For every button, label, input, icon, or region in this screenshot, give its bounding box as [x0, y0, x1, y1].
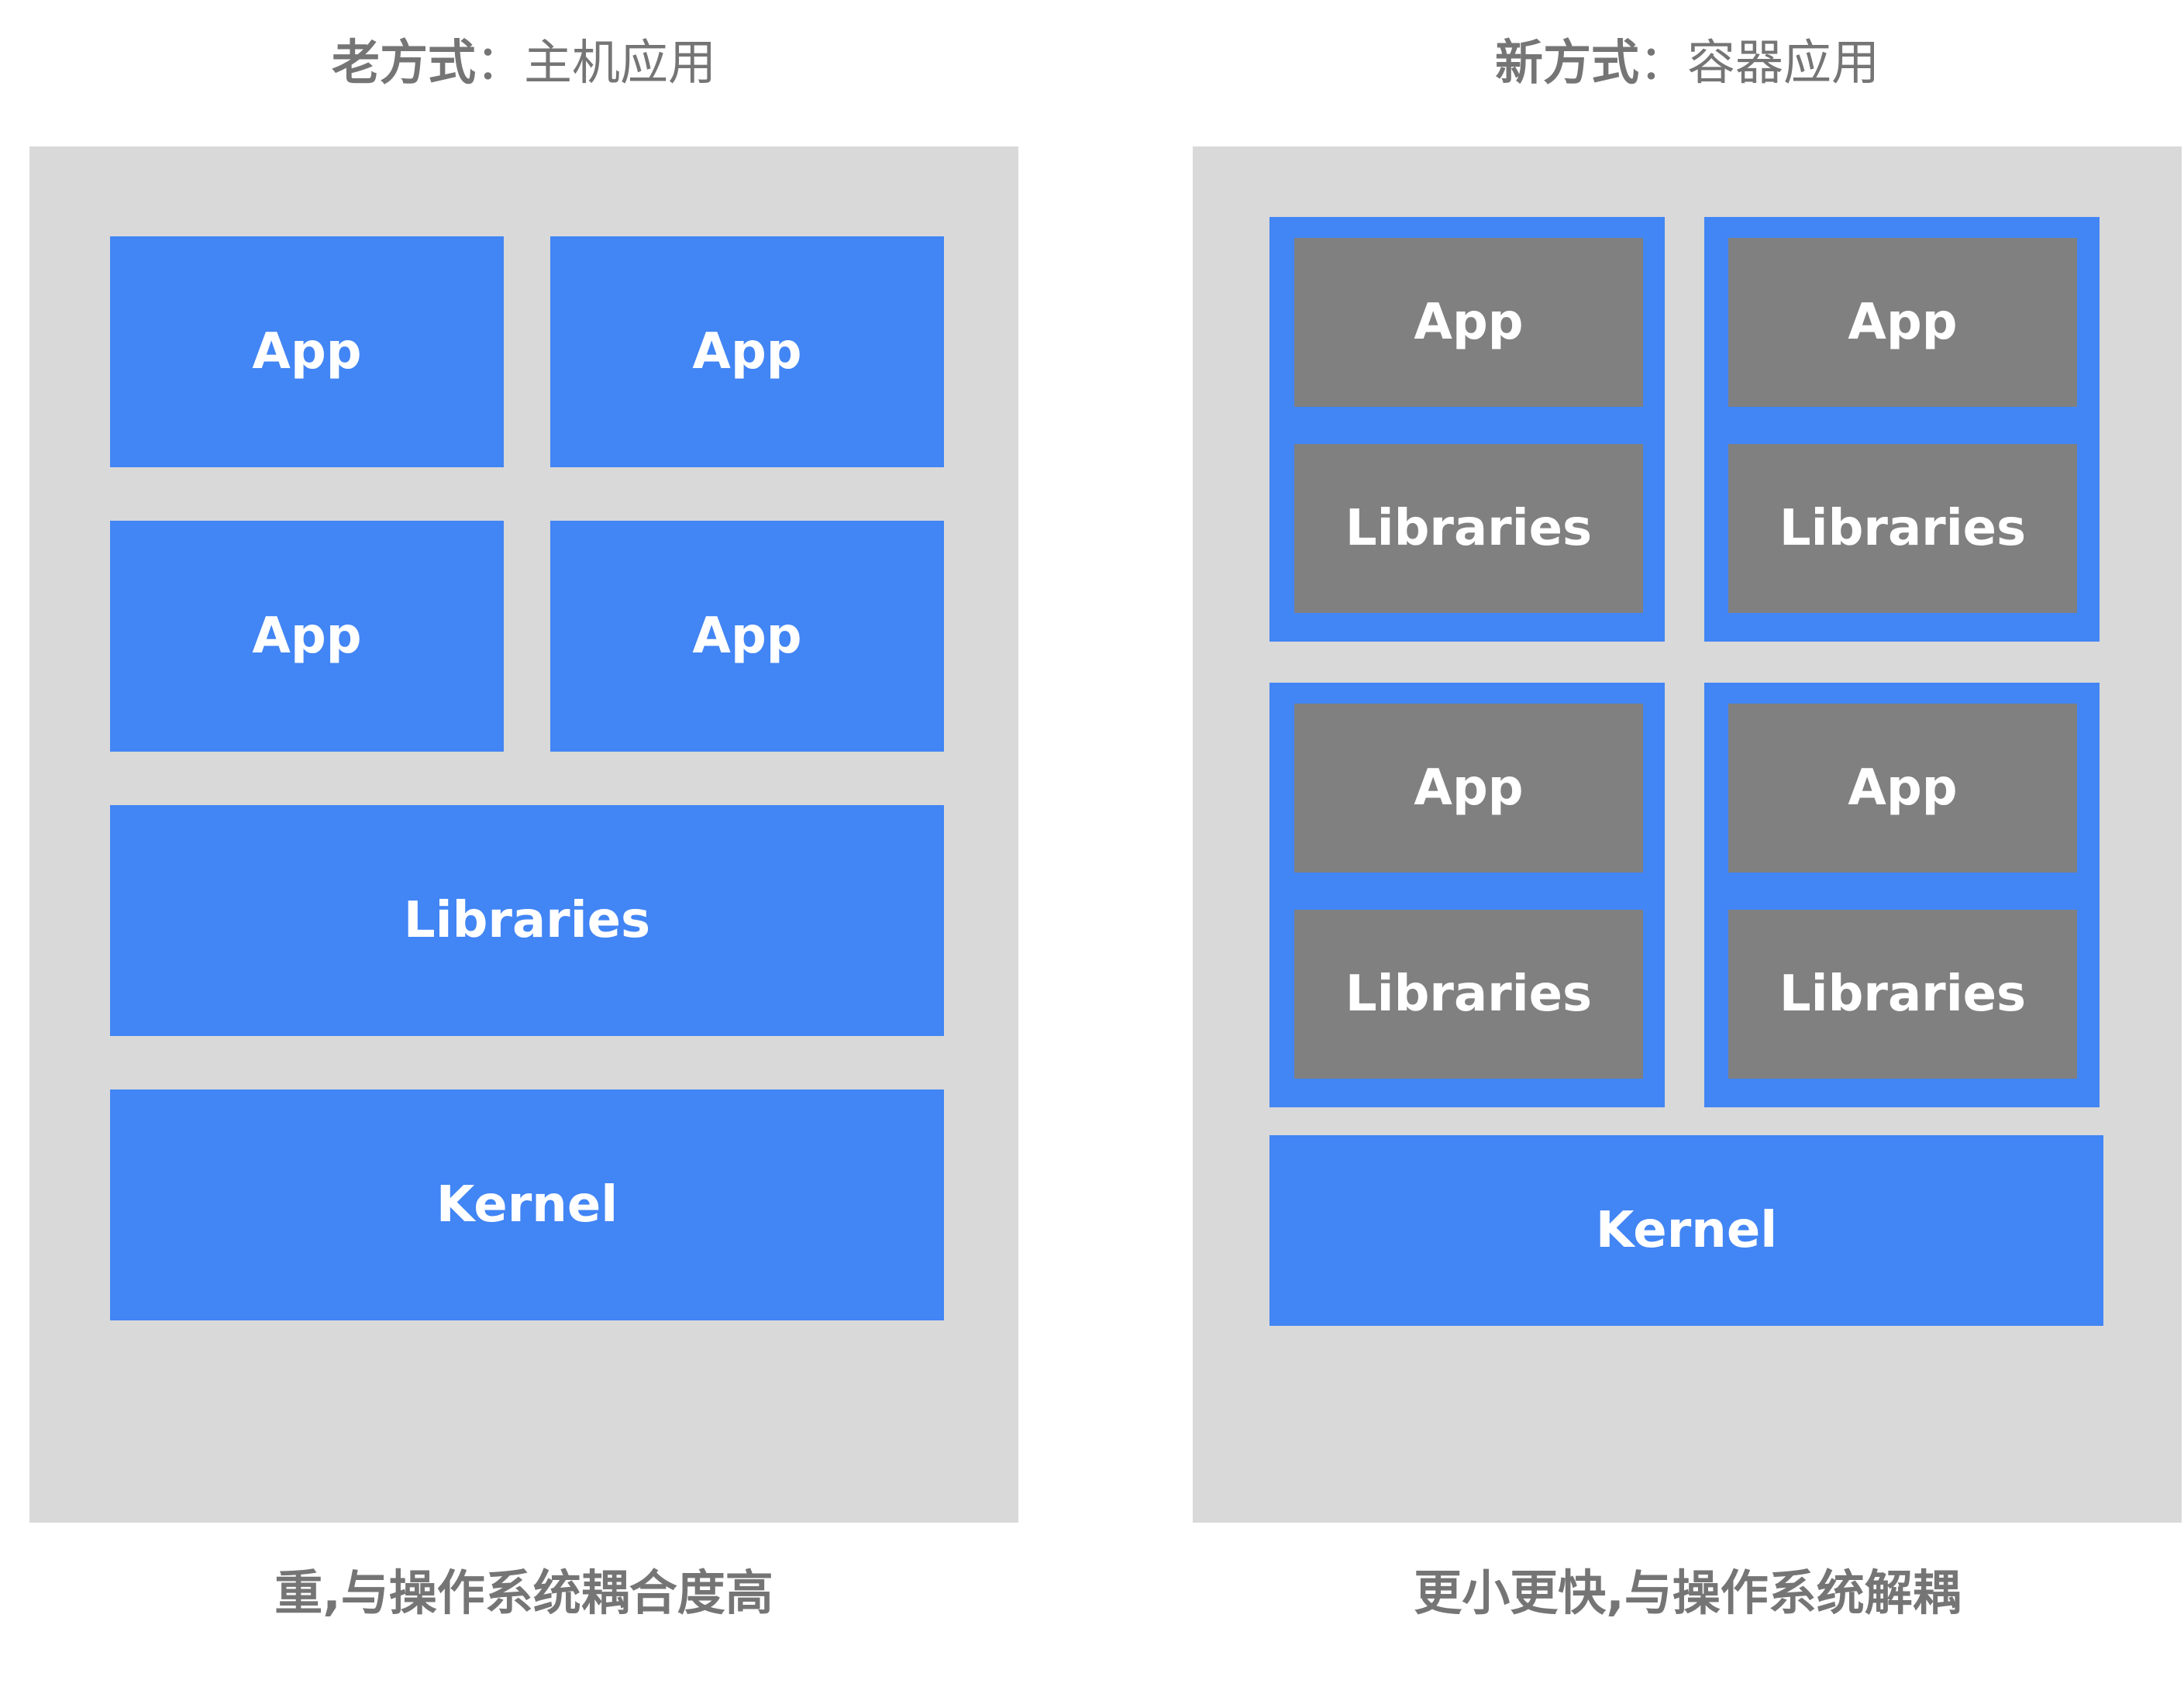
left-title-separator: ：: [475, 34, 524, 91]
container-app-box: App: [1294, 704, 1643, 873]
container-app-box: App: [1294, 238, 1643, 407]
container-libraries-box: Libraries: [1728, 444, 2077, 613]
right-kernel-label: Kernel: [1595, 1202, 1778, 1259]
container-libraries-box: Libraries: [1294, 910, 1643, 1079]
container-app-label: App: [1848, 294, 1958, 351]
left-app-box: App: [110, 236, 504, 467]
container-app-label: App: [1414, 759, 1524, 817]
left-title-rest: 主机应用: [524, 34, 717, 91]
right-kernel-box: Kernel: [1269, 1135, 2103, 1326]
left-libraries-label: Libraries: [403, 892, 651, 949]
left-app-box: App: [550, 521, 944, 752]
left-app-label: App: [692, 323, 802, 380]
right-title: 新方式：容器应用: [1193, 39, 2182, 87]
container-libraries-label: Libraries: [1345, 500, 1593, 557]
left-app-label: App: [252, 323, 362, 380]
container-libraries-label: Libraries: [1345, 966, 1593, 1023]
left-app-label: App: [252, 608, 362, 665]
left-app-box: App: [110, 521, 504, 752]
container-libraries-box: Libraries: [1294, 444, 1643, 613]
right-title-strong: 新方式: [1494, 34, 1639, 91]
container-app-label: App: [1848, 759, 1958, 817]
container-app-box: App: [1728, 704, 2077, 873]
container-app-label: App: [1414, 294, 1524, 351]
left-title: 老方式：主机应用: [29, 39, 1018, 87]
container-libraries-box: Libraries: [1728, 910, 2077, 1079]
left-kernel-label: Kernel: [436, 1176, 618, 1234]
container-app-box: App: [1728, 238, 2077, 407]
left-title-strong: 老方式: [331, 34, 476, 91]
right-title-separator: ：: [1638, 34, 1687, 91]
left-app-box: App: [550, 236, 944, 467]
container-libraries-label: Libraries: [1779, 966, 2027, 1023]
left-libraries-box: Libraries: [110, 805, 944, 1036]
right-caption: 更小更快,与操作系统解耦: [1414, 1564, 1961, 1621]
right-title-rest: 容器应用: [1687, 34, 1880, 91]
left-app-label: App: [692, 608, 802, 665]
left-kernel-box: Kernel: [110, 1089, 944, 1320]
container-libraries-label: Libraries: [1779, 500, 2027, 557]
left-caption: 重,与操作系统耦合度高: [274, 1564, 773, 1621]
